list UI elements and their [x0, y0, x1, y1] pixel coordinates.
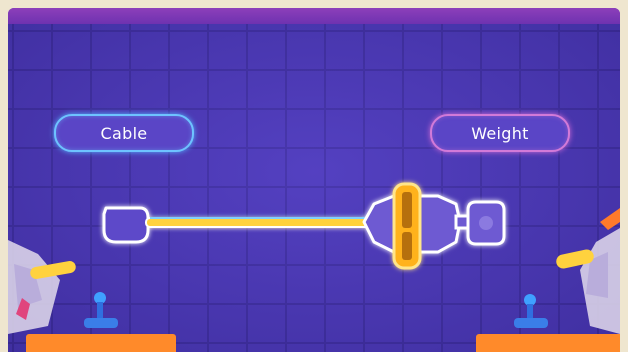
weight-label-button[interactable]: Weight	[430, 114, 570, 152]
right-pedestal	[476, 334, 620, 352]
game-screen: Cable Weight	[8, 8, 620, 352]
cable-label-button[interactable]: Cable	[54, 114, 194, 152]
right-character	[514, 208, 620, 334]
left-character	[8, 240, 118, 334]
cable-line[interactable]	[146, 218, 378, 227]
scene-layer	[8, 8, 620, 352]
pulley-block-icon[interactable]	[364, 184, 460, 268]
left-pedestal	[26, 334, 176, 352]
hook-icon[interactable]	[104, 208, 148, 242]
